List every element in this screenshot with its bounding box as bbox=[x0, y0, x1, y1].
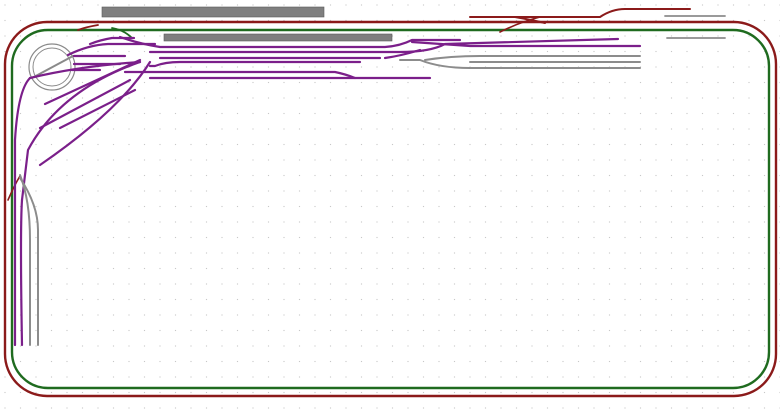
turntable[interactable] bbox=[28, 43, 76, 91]
grey-sidings[interactable] bbox=[19, 55, 641, 346]
mainline-inner[interactable] bbox=[10, 28, 771, 390]
mainline-outer[interactable] bbox=[3, 20, 778, 398]
top-right-branch[interactable] bbox=[469, 8, 726, 39]
yard-tracks[interactable] bbox=[13, 35, 642, 347]
platform-top-center[interactable] bbox=[163, 33, 393, 42]
platform-top-left[interactable] bbox=[101, 6, 325, 18]
